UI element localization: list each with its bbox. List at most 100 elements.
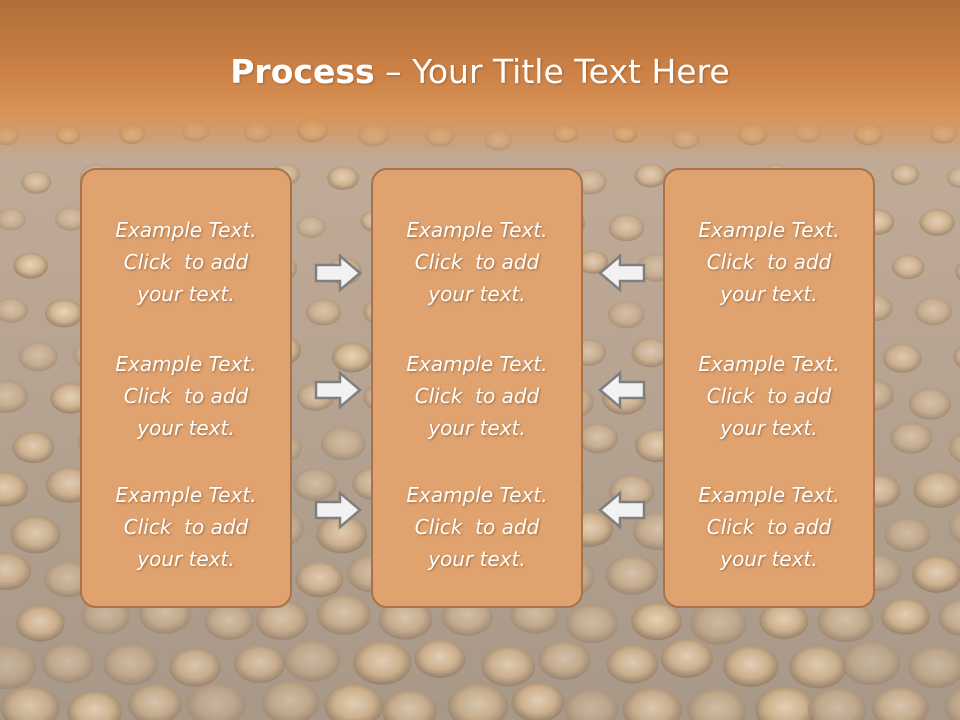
cork-shape [608,214,645,242]
cork-shape [382,689,438,720]
cork-shape [955,262,960,281]
text-line: Example Text. [698,218,840,242]
text-line: Click to add [414,515,540,539]
left-arrow-icon[interactable] [598,370,646,410]
text-block[interactable]: Example Text. Click to add your text. [665,348,873,444]
cork-shape [447,683,509,720]
cork-shape [511,682,565,720]
cork-shape [607,300,645,329]
cork-shape [234,644,286,684]
left-arrow-icon[interactable] [598,253,646,293]
cork-shape [690,602,747,645]
text-block[interactable]: Example Text. Click to add your text. [373,479,581,575]
cork-shape [67,691,123,720]
cork-shape [891,254,925,280]
cork-shape [755,686,816,720]
cork-shape [908,387,952,420]
cork-shape [538,640,591,680]
cork-shape [0,645,37,690]
process-box-left[interactable]: Example Text. Click to add your text. Ex… [80,168,292,608]
cork-shape [331,342,372,373]
text-block[interactable]: Example Text. Click to add your text. [373,214,581,310]
cork-shape [295,561,344,598]
right-arrow-icon[interactable] [314,490,362,530]
cork-shape [169,648,221,687]
cork-shape [13,252,48,279]
cork-shape [564,689,619,720]
text-block[interactable]: Example Text. Click to add your text. [373,348,581,444]
cork-shape [919,209,955,236]
cork-shape [841,641,901,686]
cork-shape [882,343,922,373]
left-arrow-icon[interactable] [598,490,646,530]
cork-shape [316,515,368,554]
cork-shape [0,297,29,323]
text-line: Click to add [414,384,540,408]
text-line: Click to add [414,250,540,274]
cork-shape [324,683,383,720]
text-line: your text. [137,416,235,440]
cork-shape [320,426,366,461]
text-line: your text. [428,282,526,306]
cork-shape [103,643,159,686]
cork-shape [327,165,359,190]
text-line: Click to add [123,384,249,408]
text-block[interactable]: Example Text. Click to add your text. [82,479,290,575]
text-block[interactable]: Example Text. Click to add your text. [665,479,873,575]
cork-shape [18,341,58,372]
cork-shape [789,645,847,689]
cork-shape [911,555,960,593]
cork-shape [0,471,29,507]
cork-shape [305,298,342,326]
text-line: your text. [428,416,526,440]
cork-shape [890,163,920,186]
title-bold-text: Process [230,52,375,91]
text-line: Example Text. [115,218,257,242]
cork-shape [807,687,867,720]
text-line: your text. [720,547,818,571]
cork-shape [0,380,29,413]
cork-shape [759,602,809,640]
cork-shape [914,297,953,326]
text-block[interactable]: Example Text. Click to add your text. [665,214,873,310]
cork-shape [631,602,683,641]
cork-shape [12,431,55,464]
process-box-right[interactable]: Example Text. Click to add your text. Ex… [663,168,875,608]
text-line: Click to add [706,515,832,539]
text-block[interactable]: Example Text. Click to add your text. [82,214,290,310]
cork-shape [890,422,933,454]
text-line: your text. [428,547,526,571]
cork-shape [871,686,929,720]
text-line: Example Text. [406,483,548,507]
text-line: Example Text. [406,218,548,242]
cork-shape [353,641,412,685]
cork-shape [884,517,931,552]
cork-shape [378,599,433,640]
cork-shape [622,687,682,720]
right-arrow-icon[interactable] [314,253,362,293]
text-line: Example Text. [698,483,840,507]
cork-shape [817,600,874,643]
cork-shape [204,603,254,641]
title-rest-text: – Your Title Text Here [374,52,730,91]
cork-shape [631,337,671,368]
process-box-center[interactable]: Example Text. Click to add your text. Ex… [371,168,583,608]
cork-shape [0,685,60,720]
cork-shape [44,561,92,598]
right-arrow-icon[interactable] [314,370,362,410]
cork-shape [0,552,32,591]
cork-shape [293,468,337,501]
cork-shape [946,166,960,189]
cork-shape [660,638,714,678]
cork-shape [15,604,65,642]
cork-shape [316,594,372,635]
text-line: your text. [720,282,818,306]
title-bar [0,0,960,160]
text-line: Click to add [706,384,832,408]
cork-shape [261,680,320,720]
slide-title[interactable]: Process – Your Title Text Here [0,52,960,91]
cork-shape [414,639,466,678]
cork-shape [577,422,619,454]
cork-shape [606,644,659,684]
text-block[interactable]: Example Text. Click to add your text. [82,348,290,444]
